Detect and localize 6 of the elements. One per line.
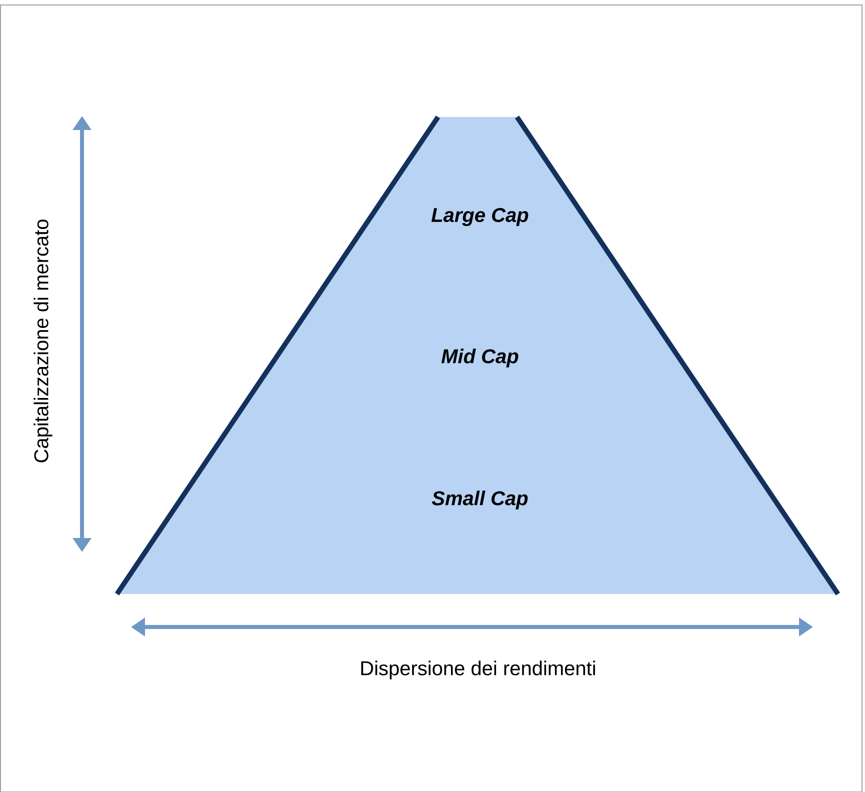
pyramid bbox=[114, 116, 840, 596]
pyramid-label: Large Cap bbox=[431, 208, 528, 226]
pyramid-label: Mid Cap bbox=[441, 348, 518, 368]
axis-label: Dispersione dei rendimenti bbox=[361, 660, 595, 680]
axis-label: Capitalizzazione di mercato bbox=[34, 220, 52, 462]
pyramid-label: Small Cap bbox=[432, 490, 528, 510]
